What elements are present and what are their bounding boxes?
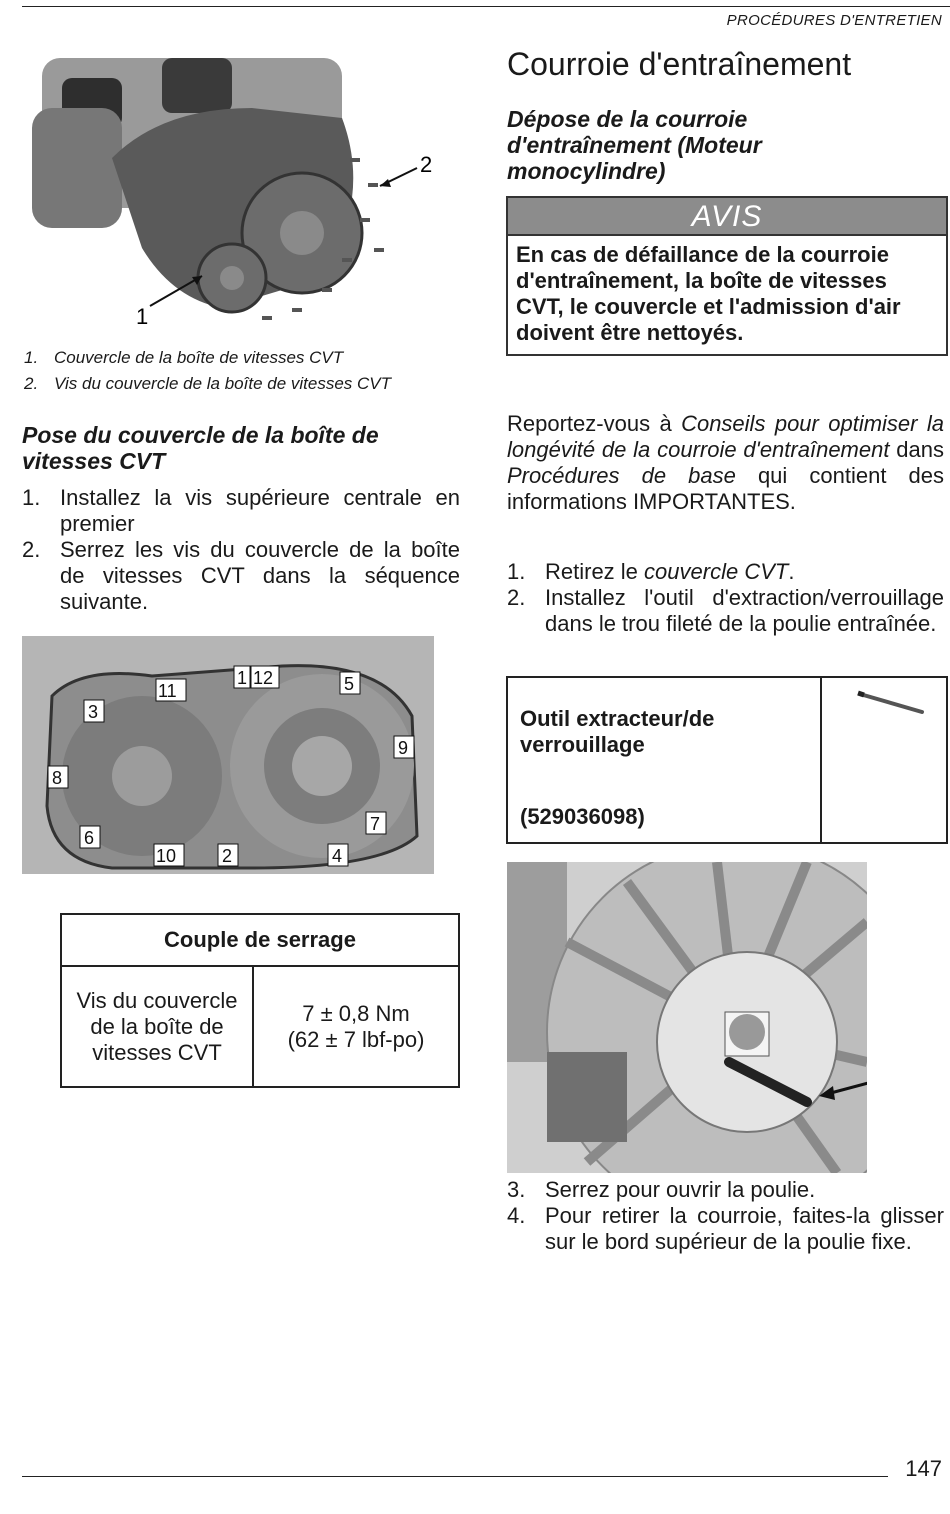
step-text: Installez la vis supérieure centrale en … [60, 485, 460, 536]
step-text: Installez l'outil d'extraction/verrouill… [545, 585, 944, 636]
notice-box: AVIS En cas de défaillance de la courroi… [506, 196, 948, 356]
reference-suffix: qui contient des informations IMPORTANTE… [507, 463, 944, 514]
step-number: 3. [507, 1177, 526, 1202]
sequence-label-3: 3 [83, 699, 105, 723]
step-emphasis: couvercle CVT [644, 559, 789, 584]
extractor-tool-icon [857, 690, 924, 714]
step-number: 1. [22, 485, 41, 510]
step-text: Retirez le [545, 559, 645, 584]
sequence-label-12: 12 [250, 665, 280, 689]
engine-cvt-cover-figure: 1 2 [22, 48, 462, 338]
caption-number: 1. [24, 348, 39, 367]
svg-text:5: 5 [344, 674, 354, 694]
svg-text:11: 11 [158, 681, 177, 701]
sequence-label-1: 1 [233, 665, 251, 689]
callout-2: 2 [420, 152, 432, 177]
caption-item: 1. Couvercle de la boîte de vitesses CVT [22, 345, 462, 371]
installation-steps: 1. Installez la vis supérieure centrale … [22, 485, 460, 615]
svg-text:3: 3 [88, 702, 98, 722]
torque-value-metric: 7 ± 0,8 Nm [302, 1000, 410, 1026]
footer-rule [22, 1476, 888, 1477]
header-rule [22, 6, 950, 7]
sequence-label-5: 5 [339, 671, 361, 695]
caption-item: 2. Vis du couvercle de la boîte de vites… [22, 371, 462, 397]
figure-caption: 1. Couvercle de la boîte de vitesses CVT… [22, 345, 462, 397]
removal-steps-a: 1. Retirez le couvercle CVT. 2. Installe… [507, 559, 944, 637]
section-subheading-pose: Pose du couvercle de la boîte de vitesse… [22, 422, 379, 474]
section-header: PROCÉDURES D'ENTRETIEN [726, 12, 942, 29]
torque-table-header: Couple de serrage [61, 914, 459, 967]
tool-part-number: (529036098) [520, 804, 645, 829]
sequence-label-6: 6 [79, 825, 101, 849]
reference-paragraph: Reportez-vous à Conseils pour optimiser … [507, 411, 944, 515]
notice-text: En cas de défaillance de la courroie d'e… [516, 242, 901, 345]
sequence-label-4: 4 [327, 843, 349, 867]
tool-name: Outil extracteur/de verrouillage [520, 706, 715, 757]
notice-label: AVIS [508, 198, 946, 236]
step-number: 2. [22, 537, 41, 562]
step-item: 2. Installez l'outil d'extraction/verrou… [507, 585, 944, 637]
sequence-label-7: 7 [365, 811, 387, 835]
pulley-illustration [507, 862, 867, 1173]
svg-text:9: 9 [398, 738, 408, 758]
tool-box-divider [820, 678, 822, 842]
reference-link-conseils: Conseils pour optimiser la longévité de … [507, 411, 945, 462]
svg-text:2: 2 [222, 846, 232, 866]
svg-text:10: 10 [156, 846, 176, 866]
svg-text:1: 1 [237, 668, 247, 688]
torque-item: Vis du couvercle de la boîte de vitesses… [76, 987, 238, 1065]
callout-1: 1 [136, 304, 148, 329]
page-title: Courroie d'entraînement [507, 46, 852, 82]
torque-table: Couple de serrage Vis du couvercle de la… [60, 913, 460, 1088]
torque-value-imperial: (62 ± 7 lbf-po) [287, 1026, 425, 1052]
torque-value: 7 ± 0,8 Nm (62 ± 7 lbf-po) [252, 966, 459, 1087]
step-item: 1. Installez la vis supérieure centrale … [22, 485, 460, 537]
step-item: 1. Retirez le couvercle CVT. [507, 559, 944, 585]
step-number: 2. [507, 585, 526, 610]
svg-text:7: 7 [370, 814, 380, 834]
removal-steps-b: 3. Serrez pour ouvrir la poulie. 4. Pour… [507, 1177, 944, 1255]
tightening-sequence-figure: 3 11 1 12 5 9 8 7 6 10 2 4 [22, 636, 434, 874]
sequence-label-8: 8 [47, 765, 69, 789]
sequence-label-9: 9 [393, 735, 415, 759]
step-text-end: . [788, 559, 795, 584]
svg-text:8: 8 [52, 768, 62, 788]
engine-illustration: 1 2 [32, 58, 432, 329]
step-number: 1. [507, 559, 526, 584]
tool-box: Outil extracteur/de verrouillage (529036… [506, 676, 948, 844]
reference-prefix: Reportez-vous à [507, 411, 682, 436]
sequence-label-10: 10 [153, 843, 185, 867]
svg-text:6: 6 [84, 828, 94, 848]
pulley-tool-figure [507, 862, 867, 1173]
step-text: Pour retirer la courroie, faites-la glis… [545, 1203, 944, 1254]
sequence-label-11: 11 [155, 678, 187, 702]
step-number: 4. [507, 1203, 526, 1228]
step-text: Serrez pour ouvrir la poulie. [545, 1177, 816, 1202]
page-number: 147 [905, 1456, 942, 1481]
section-subheading-depose: Dépose de la courroie d'entraînement (Mo… [507, 106, 762, 184]
reference-middle: dans [889, 437, 944, 462]
step-text: Serrez les vis du couvercle de la boîte … [60, 537, 460, 614]
caption-number: 2. [24, 374, 39, 393]
step-item: 3. Serrez pour ouvrir la poulie. [507, 1177, 944, 1203]
sequence-label-2: 2 [217, 843, 239, 867]
step-item: 4. Pour retirer la courroie, faites-la g… [507, 1203, 944, 1255]
reference-link-procedures: Procédures de base [507, 463, 736, 488]
caption-text: Couvercle de la boîte de vitesses CVT [54, 348, 344, 367]
svg-text:4: 4 [332, 846, 342, 866]
step-item: 2. Serrez les vis du couvercle de la boî… [22, 537, 460, 615]
cvt-cover-illustration: 3 11 1 12 5 9 8 7 6 10 2 4 [22, 636, 434, 874]
caption-text: Vis du couvercle de la boîte de vitesses… [54, 374, 392, 393]
svg-text:12: 12 [253, 668, 273, 688]
